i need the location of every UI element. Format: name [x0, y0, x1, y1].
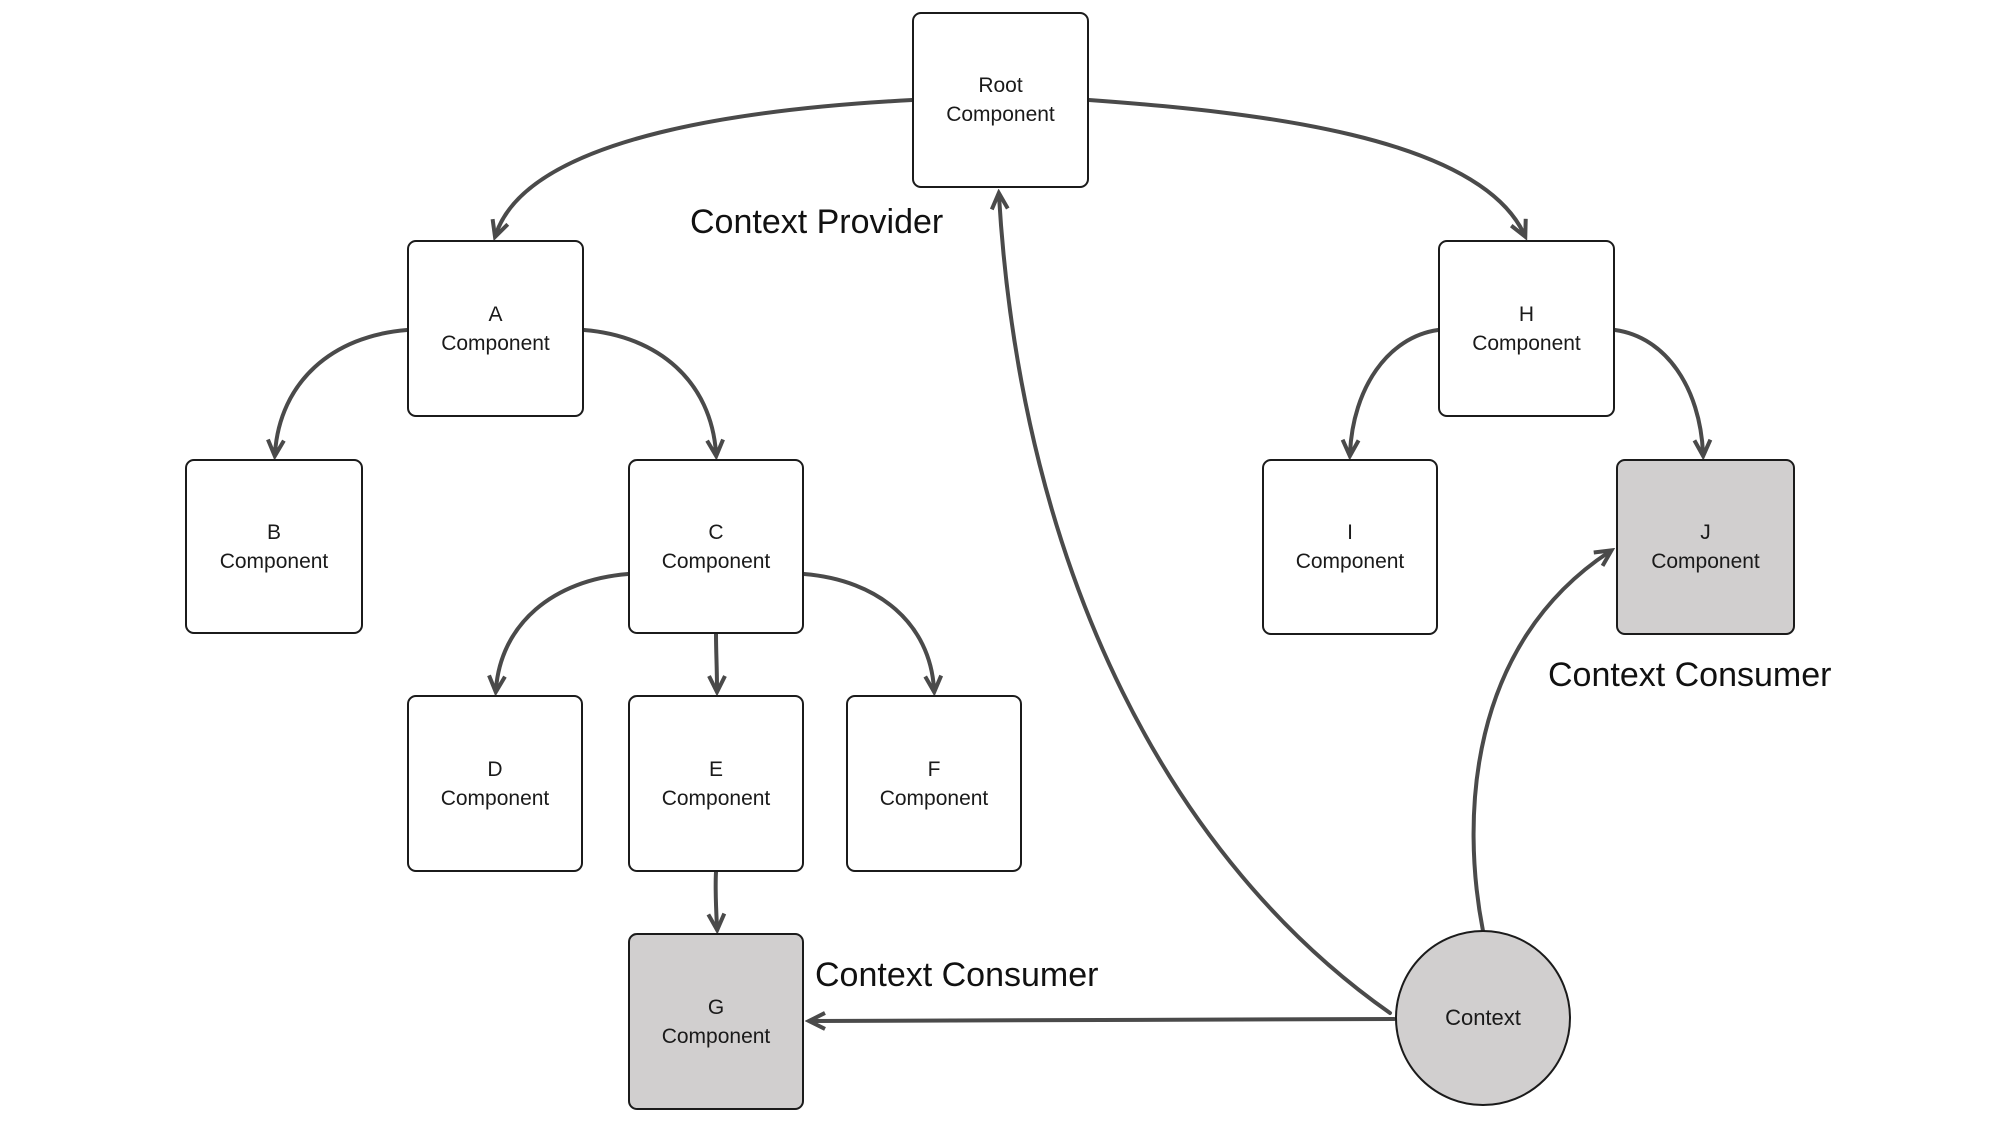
node-label: Root: [978, 74, 1023, 97]
node-label: G: [707, 995, 725, 1019]
arrow-c-to-d: [496, 572, 630, 689]
arrow-h-to-i: [1350, 328, 1440, 453]
node-j-component: J Component: [1616, 459, 1795, 635]
node-label: F: [927, 757, 941, 781]
node-label: Component: [1295, 550, 1405, 573]
arrow-context-to-g: [812, 1019, 1396, 1021]
arrow-root-to-a: [496, 98, 914, 234]
arrow-root-to-h: [1087, 98, 1524, 234]
node-label: Component: [1472, 331, 1581, 355]
context-label: Context: [1445, 1005, 1521, 1030]
node-label: Component: [440, 786, 550, 810]
label-context-consumer-g: Context Consumer: [815, 956, 1099, 994]
node-label: Component: [946, 103, 1055, 126]
node-i-component: I Component: [1262, 459, 1438, 635]
node-e-component: E Component: [628, 695, 804, 872]
arrow-a-to-b: [275, 328, 409, 453]
arrow-c-to-f: [802, 572, 934, 689]
arrow-context-to-root: [999, 196, 1392, 1015]
node-label: E: [708, 757, 723, 781]
node-label: A: [488, 302, 503, 326]
node-g-component: G Component: [628, 933, 804, 1110]
node-d-component: D Component: [407, 695, 583, 872]
node-h-component: H Component: [1438, 240, 1615, 417]
arrow-c-to-e: [716, 632, 717, 689]
node-label: Component: [1651, 550, 1760, 573]
node-c-component: C Component: [628, 459, 804, 634]
node-label: Component: [661, 1024, 771, 1048]
context-circle: Context: [1395, 930, 1571, 1106]
node-label: Component: [661, 786, 771, 810]
node-label: Component: [219, 549, 329, 573]
arrow-h-to-j: [1613, 328, 1703, 453]
node-label: B: [266, 520, 281, 544]
node-a-component: A Component: [407, 240, 584, 417]
node-label: Component: [879, 786, 989, 810]
node-label: J: [1700, 521, 1711, 544]
arrow-e-to-g: [716, 870, 717, 927]
node-label: I: [1347, 521, 1353, 544]
arrow-context-to-j: [1471, 552, 1609, 933]
node-f-component: F Component: [846, 695, 1022, 872]
node-label: H: [1518, 302, 1535, 326]
node-label: Component: [441, 331, 550, 355]
arrow-a-to-c: [582, 328, 716, 453]
node-root-component: Root Component: [912, 12, 1089, 188]
label-context-consumer-j: Context Consumer: [1548, 656, 1832, 694]
label-context-provider: Context Provider: [690, 203, 944, 241]
node-b-component: B Component: [185, 459, 363, 634]
node-label: C: [708, 520, 724, 544]
node-label: D: [487, 757, 503, 781]
node-label: Component: [661, 549, 771, 573]
